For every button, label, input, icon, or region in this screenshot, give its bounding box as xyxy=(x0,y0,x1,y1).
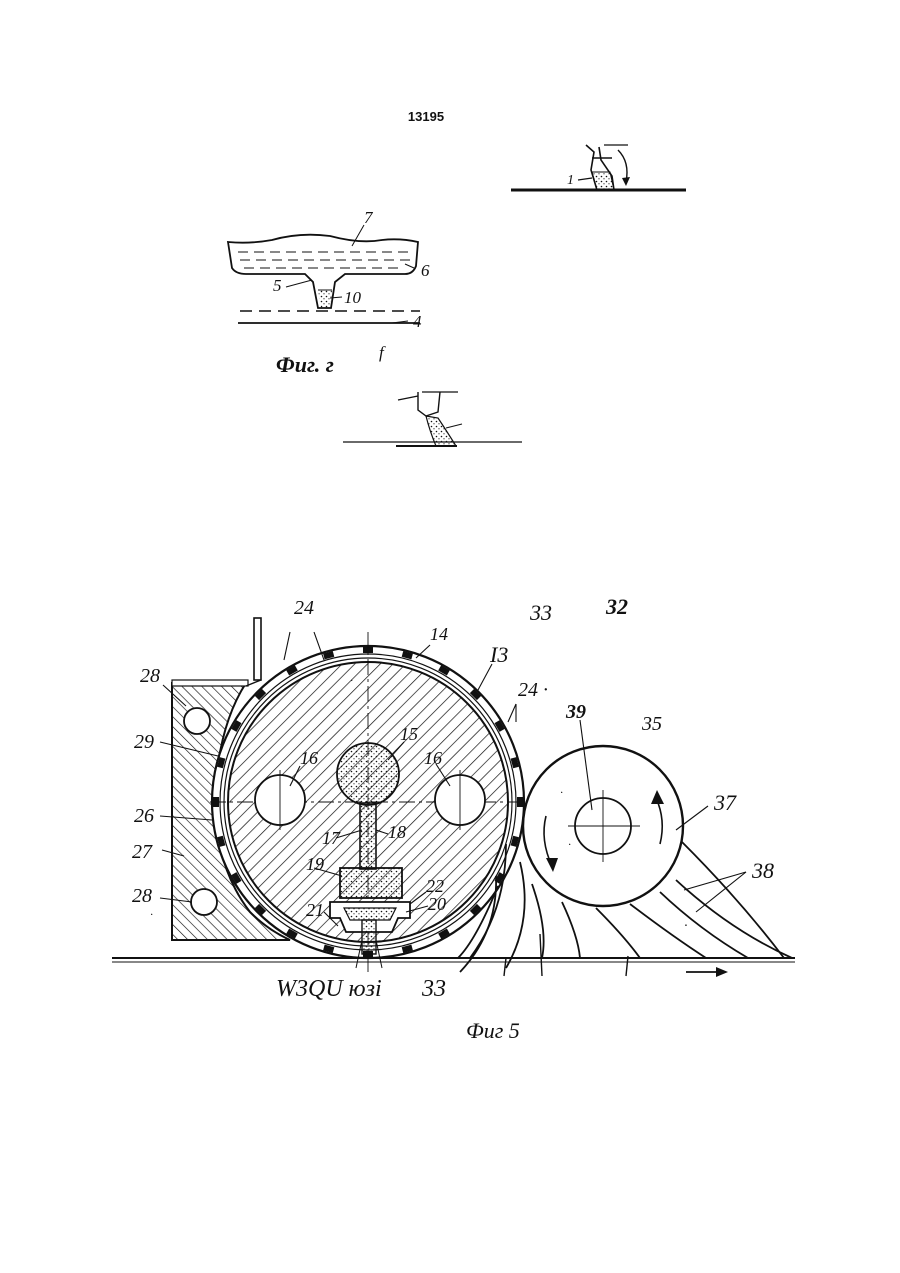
fig5-label-16-left: 16 xyxy=(300,748,318,768)
svg-text:·: · xyxy=(350,673,353,687)
fig5-label-20: 20 xyxy=(428,894,446,914)
fig5-label-16-right: 16 xyxy=(424,748,442,768)
fig5-label-33-bottom: 33 xyxy=(421,976,446,1002)
svg-text:·: · xyxy=(684,919,688,934)
inset-f-mark: f xyxy=(379,343,386,362)
hole-28-top xyxy=(184,708,210,734)
fig-g-caption: Фиг. г xyxy=(276,352,334,377)
fig-g-label-6: 6 xyxy=(421,261,430,280)
fig5-caption: Фиг 5 xyxy=(466,1018,520,1043)
fig5-label-15: 15 xyxy=(400,724,418,744)
hole-28-bottom xyxy=(191,889,217,915)
page-number: 13195 xyxy=(408,109,444,124)
inset-label-1: 1 xyxy=(567,173,574,188)
figure-5-diagram: · · · · · 24 14 I3 24 · 33 32 28 29 26 2… xyxy=(112,594,795,1043)
fig5-label-bottom-left: W3QU юзі xyxy=(276,976,382,1002)
central-channel xyxy=(337,743,399,805)
svg-text:·: · xyxy=(150,907,153,921)
svg-text:·: · xyxy=(560,785,563,799)
fig5-label-32: 32 xyxy=(605,594,628,619)
fig-g-label-4: 4 xyxy=(413,312,422,331)
fig5-label-24-right: 24 · xyxy=(518,679,548,701)
fig5-label-14: 14 xyxy=(430,624,448,644)
fig5-label-28-bottom: 28 xyxy=(132,885,152,907)
fig-g-label-7: 7 xyxy=(364,208,374,227)
figure-g-diagram: 7 6 5 10 4 Фиг. г xyxy=(228,208,430,377)
fig5-label-21: 21 xyxy=(306,900,324,920)
fig5-label-17: 17 xyxy=(322,828,341,848)
fig5-label-18: 18 xyxy=(388,822,406,842)
fig5-label-39: 39 xyxy=(565,701,586,723)
fig5-label-26: 26 xyxy=(134,805,154,827)
fig5-label-24-top: 24 xyxy=(294,597,314,619)
fig-g-label-10: 10 xyxy=(344,288,362,307)
fig5-label-27: 27 xyxy=(132,841,153,863)
fig5-label-13: I3 xyxy=(489,642,508,667)
inset-f: f xyxy=(343,343,522,446)
fig5-label-37: 37 xyxy=(713,790,737,815)
svg-text:·: · xyxy=(568,837,571,851)
fig5-label-22: 22 xyxy=(426,876,444,896)
fig-g-label-5: 5 xyxy=(273,276,282,295)
fig5-label-35: 35 xyxy=(641,713,662,735)
fig5-label-29: 29 xyxy=(134,731,154,753)
fig5-label-33-top: 33 xyxy=(529,600,552,625)
inset-top-right: 1 xyxy=(511,145,686,190)
fig5-label-28-top: 28 xyxy=(140,665,160,687)
fig5-label-38: 38 xyxy=(751,858,774,883)
fig5-label-19: 19 xyxy=(306,854,324,874)
